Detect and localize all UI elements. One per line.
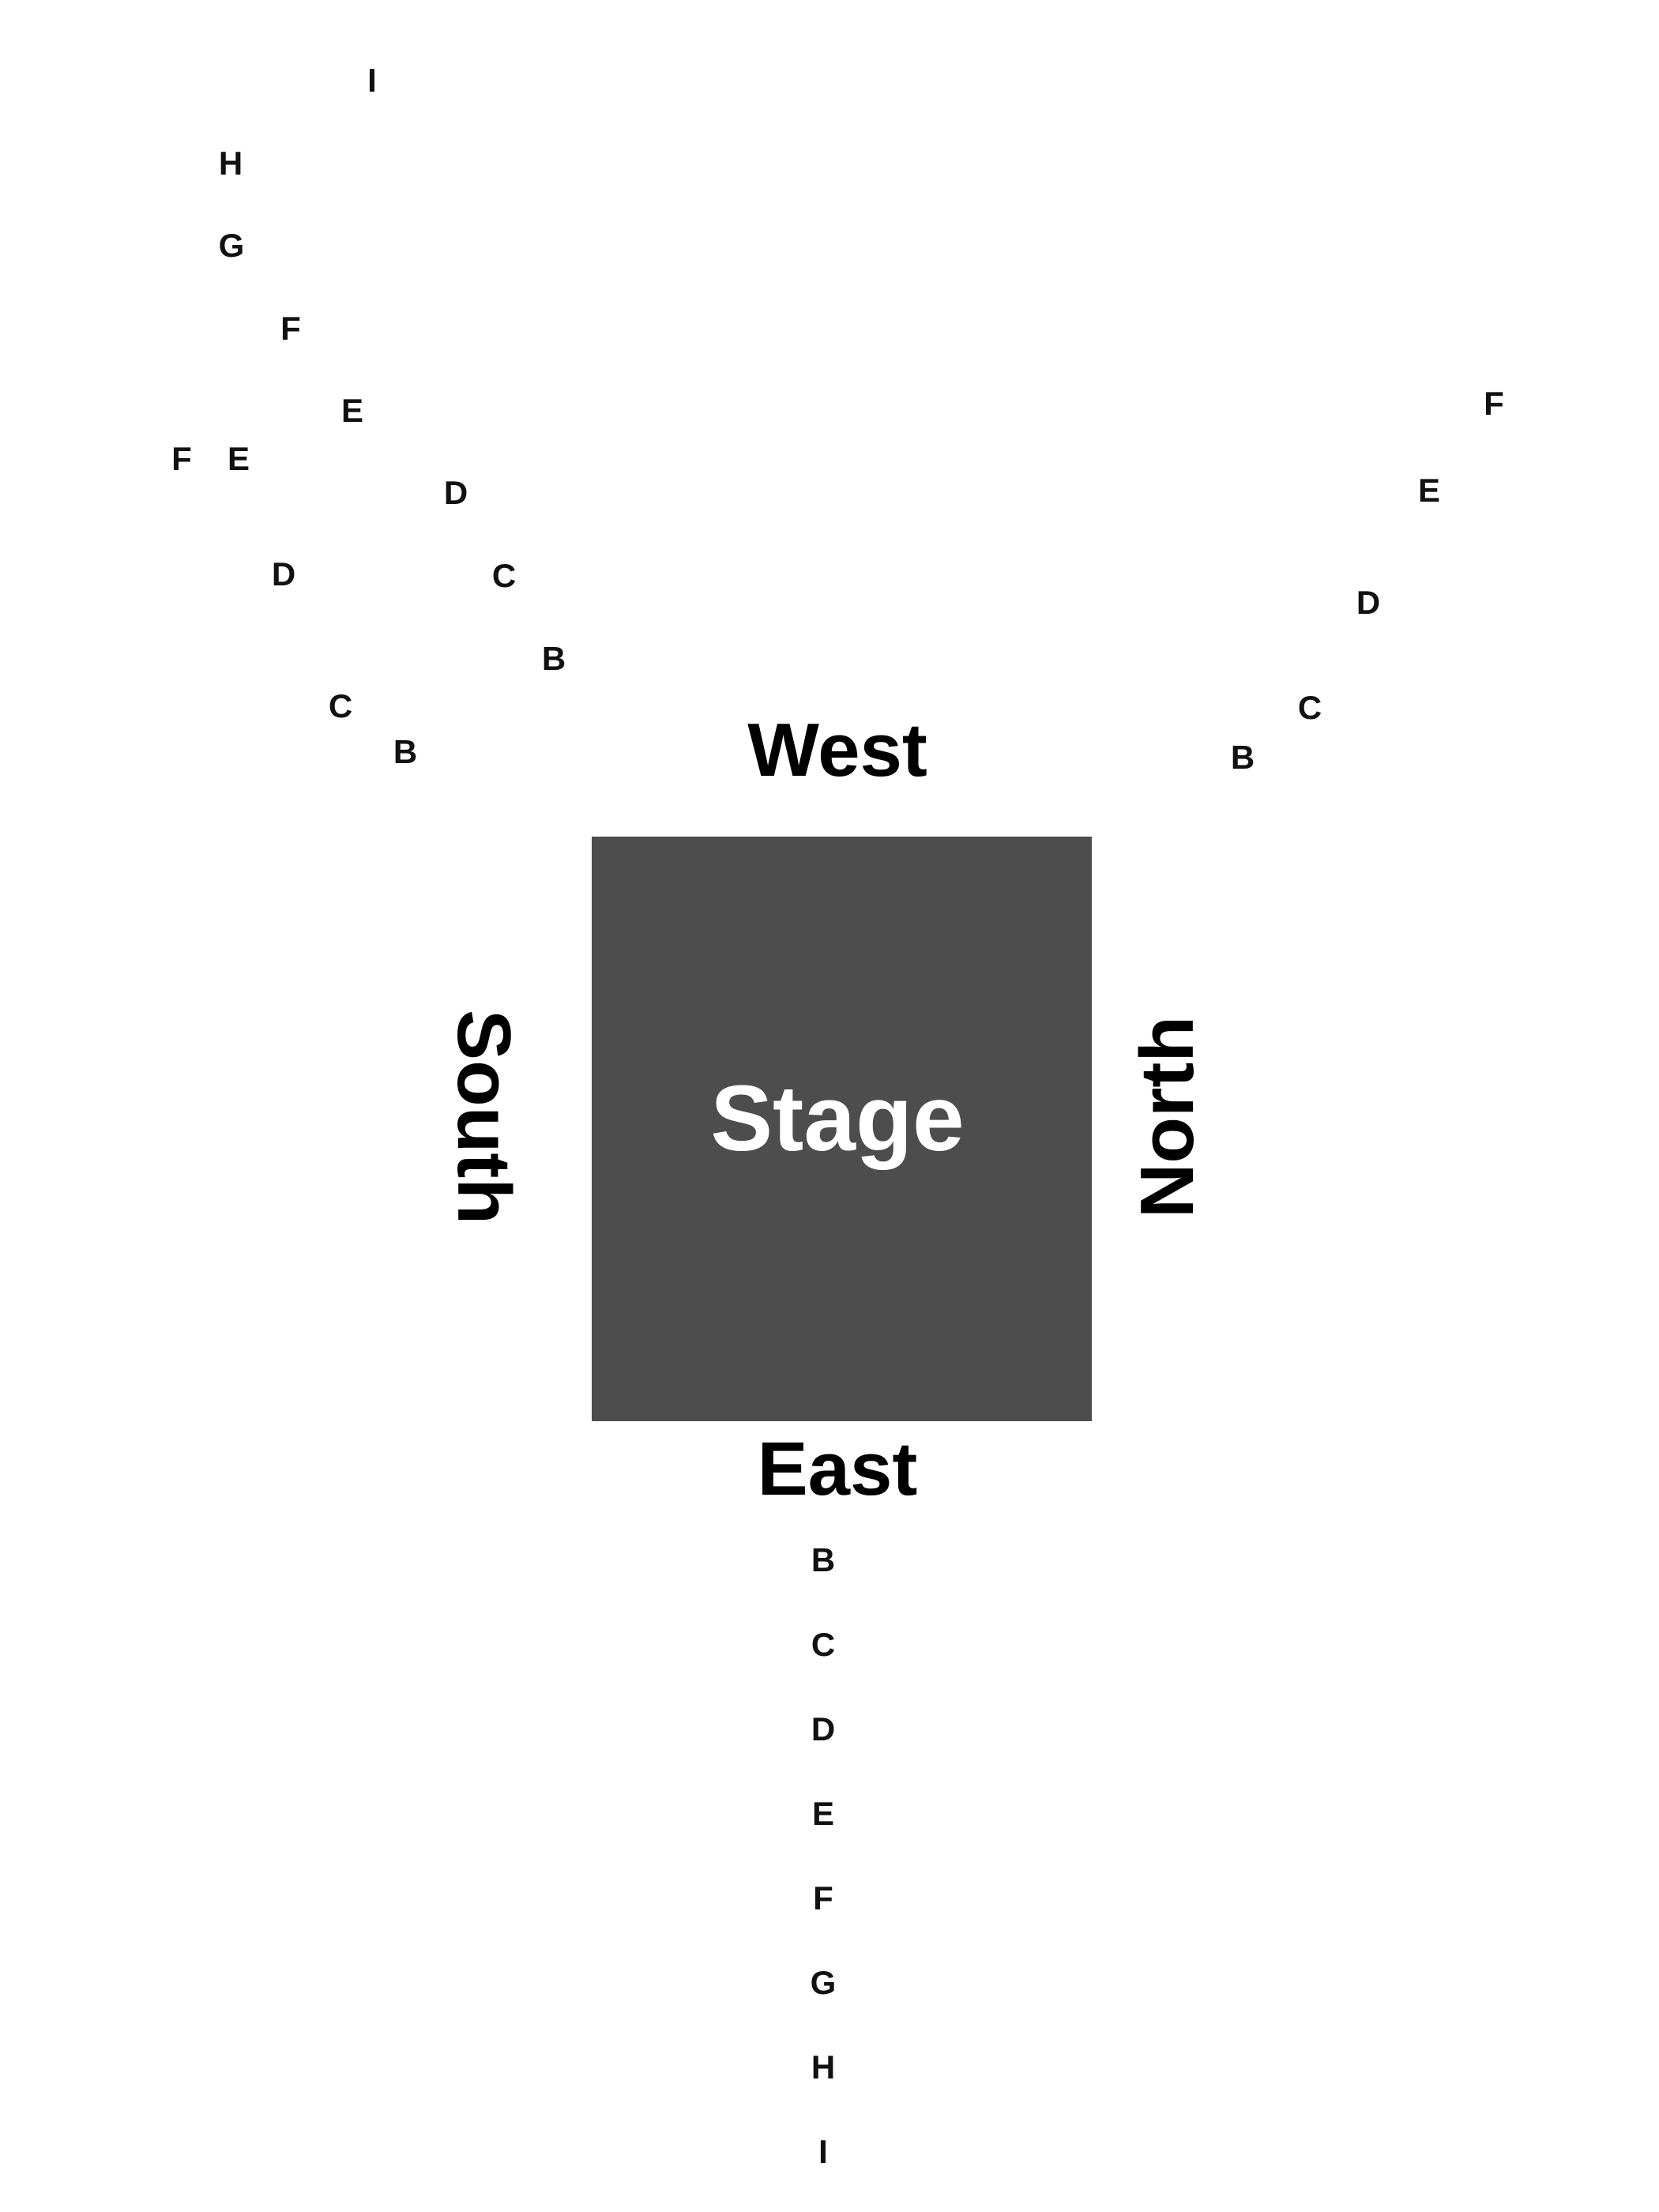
stage-block[interactable] (592, 837, 1092, 1421)
row-label[interactable]: E (1418, 472, 1440, 509)
row-label[interactable]: C (492, 557, 516, 594)
row-label[interactable]: B (542, 640, 566, 677)
row-label[interactable]: G (219, 227, 245, 264)
row-labels-west-outer: F E D C B (171, 440, 417, 770)
row-label[interactable]: I (818, 2133, 828, 2170)
row-label[interactable]: C (329, 687, 352, 724)
section-label-west[interactable]: West (747, 708, 927, 792)
row-labels-west-left: I H G F E D C B (219, 62, 566, 677)
row-label[interactable]: D (444, 474, 468, 511)
row-label[interactable]: C (811, 1626, 835, 1663)
row-label[interactable]: B (393, 733, 417, 770)
row-label[interactable]: F (813, 1879, 833, 1917)
section-label-south[interactable]: South (442, 1010, 526, 1224)
row-label[interactable]: F (171, 440, 192, 477)
row-label[interactable]: B (811, 1541, 835, 1578)
row-label[interactable]: F (1484, 385, 1504, 422)
row-label[interactable]: C (1298, 689, 1322, 726)
row-label[interactable]: E (228, 440, 250, 477)
row-label[interactable]: E (812, 1795, 834, 1832)
stage[interactable]: Stage (592, 837, 1092, 1421)
row-label[interactable]: I (367, 62, 377, 99)
section-label-east[interactable]: East (758, 1427, 918, 1511)
row-label[interactable]: H (219, 145, 243, 182)
row-label[interactable]: B (1231, 739, 1255, 776)
row-label[interactable]: E (341, 392, 363, 429)
row-label[interactable]: H (811, 2048, 835, 2086)
row-label[interactable]: D (811, 1710, 835, 1747)
row-label[interactable]: F (280, 310, 301, 347)
row-labels-north: F E D C B (1231, 385, 1504, 776)
row-labels-east: B C D E F G H I (811, 1541, 837, 2170)
stage-label: Stage (710, 1066, 964, 1171)
row-label[interactable]: D (272, 555, 295, 592)
row-label[interactable]: G (811, 1964, 837, 2001)
section-label-north[interactable]: North (1125, 1016, 1209, 1218)
row-label[interactable]: D (1356, 584, 1380, 621)
